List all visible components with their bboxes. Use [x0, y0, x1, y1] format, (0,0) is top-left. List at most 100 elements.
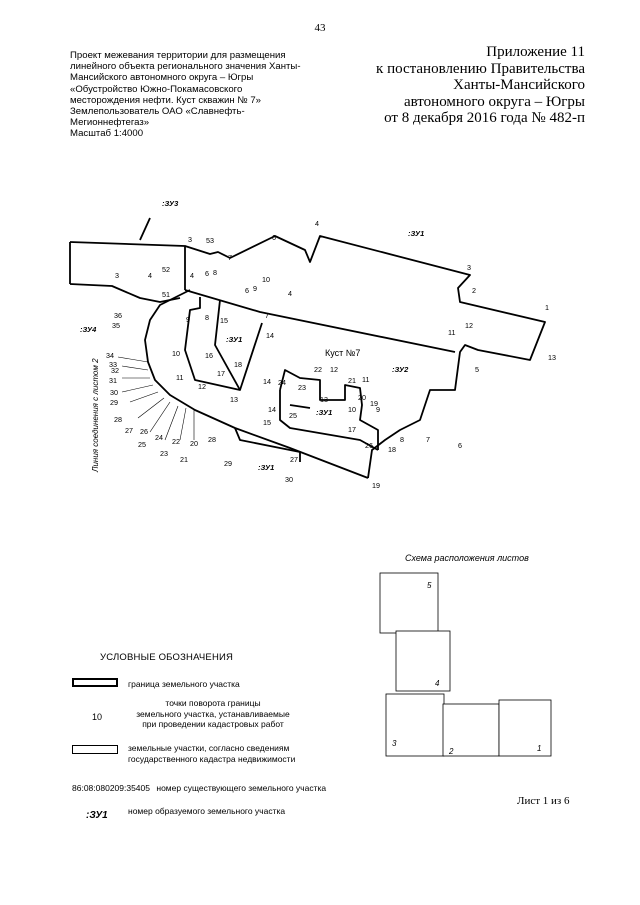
point-label: 8 — [213, 268, 217, 277]
legend-line: точки поворота границы — [165, 698, 261, 708]
sheet-number: 2 — [448, 747, 454, 756]
point-label: 11 — [362, 375, 369, 384]
point-label: 10 — [262, 275, 270, 284]
point-label: 11 — [176, 373, 183, 382]
point-label: 9 — [376, 405, 380, 414]
point-label: 53 — [206, 236, 214, 245]
point-label: 29 — [224, 459, 232, 468]
point-label: 13 — [548, 353, 556, 362]
sheet-counter: Лист 1 из 6 — [517, 795, 570, 807]
point-label: 25 — [289, 411, 297, 420]
boundary-line — [289, 404, 311, 409]
point-label: 52 — [162, 265, 170, 274]
point-label: 7 — [228, 253, 232, 262]
leader-line — [137, 397, 165, 419]
point-label: 4 — [315, 219, 319, 228]
boundary-line — [214, 299, 241, 391]
point-label: 22 — [314, 365, 322, 374]
leader-line — [121, 365, 149, 371]
page-number: 43 — [314, 22, 326, 34]
point-label: 13 — [230, 395, 238, 404]
point-label: 10 — [172, 349, 180, 358]
project-line: Проект межевания территории для размещен… — [70, 50, 286, 61]
point-label: 22 — [172, 437, 180, 446]
appendix-line: от 8 декабря 2016 года № 482-п — [384, 110, 585, 126]
project-line: месторождения нефти. Куст скважин № 7» — [70, 94, 262, 106]
sheet-4 — [395, 630, 451, 692]
boundary-line — [139, 217, 151, 241]
point-label: 5 — [475, 365, 479, 374]
point-label: 9 — [186, 315, 190, 324]
appendix-header: Приложение 11 к постановлению Правительс… — [376, 44, 585, 127]
boundary-line — [184, 235, 546, 479]
point-label: 6 — [272, 233, 276, 242]
point-label: 36 — [114, 311, 122, 320]
point-label: 18 — [388, 445, 396, 454]
leader-line — [179, 407, 187, 441]
boundary-line — [184, 289, 456, 353]
point-label: 3 — [115, 271, 119, 280]
point-label: 28 — [208, 435, 216, 444]
leader-line — [117, 356, 149, 363]
point-label: 14 — [263, 377, 271, 386]
boundary-line — [234, 427, 301, 462]
point-label: 24 — [278, 378, 286, 387]
point-label: 25 — [138, 440, 146, 449]
point-label: 12 — [330, 365, 338, 374]
boundary-line — [144, 289, 369, 479]
legend-line: государственного кадастра недвижимости — [128, 753, 296, 764]
point-label: 26 — [140, 427, 148, 436]
point-label: 27 — [290, 455, 298, 464]
leader-line — [149, 401, 171, 433]
parcel-label: :ЗУ4 — [80, 325, 97, 334]
project-line: Мансийского автономного округа – Югры — [70, 72, 254, 84]
appendix-line: Ханты-Мансийского — [453, 77, 585, 93]
legend-line: при проведении кадастровых работ — [142, 719, 284, 729]
point-label: 2 — [472, 286, 476, 295]
legend-text-cadastral: номер существующего земельного участка — [156, 783, 327, 793]
point-label: 12 — [465, 321, 473, 330]
point-label: 10 — [348, 405, 356, 414]
point-label: 11 — [448, 328, 455, 337]
project-line: «Обустройство Южно-Покамасовского — [70, 83, 243, 95]
scheme-title: Схема расположения листов — [405, 553, 529, 563]
point-label: 14 — [268, 405, 276, 414]
point-label: 3 — [467, 263, 471, 272]
sheet-2 — [442, 703, 500, 757]
parcel-label: :ЗУ1 — [226, 335, 242, 344]
appendix-line: к постановлению Правительства — [376, 60, 585, 77]
sheet-join-label: Линия соединения с листом 2 — [91, 358, 100, 473]
parcel-label: :ЗУ1 — [316, 408, 332, 417]
sheet-number: 1 — [537, 744, 541, 753]
point-label: 35 — [112, 321, 120, 330]
project-scale: Масштаб 1:4000 — [70, 128, 144, 140]
point-label: 17 — [348, 425, 356, 434]
appendix-line: автономного округа – Югры — [403, 93, 585, 110]
point-label: 12 — [198, 382, 206, 391]
sheet-1 — [498, 699, 552, 757]
boundary-line — [279, 390, 379, 451]
cadastral-number-sample: 86:08:080209:35405 — [72, 783, 150, 793]
point-label: 24 — [155, 433, 163, 442]
point-label: 8 — [205, 313, 209, 322]
leader-line — [129, 391, 159, 403]
sheet-number: 3 — [392, 739, 397, 748]
point-label: 17 — [217, 369, 225, 378]
project-description: Проект межевания территории для размещен… — [70, 50, 320, 140]
point-label: 51 — [162, 290, 170, 299]
point-label: 4 — [288, 289, 292, 298]
point-label: 15 — [263, 418, 271, 427]
legend-symbol-gkn — [72, 745, 118, 754]
legend-text-gkn: земельные участки, согласно сведениям го… — [128, 743, 295, 764]
point-label: 30 — [285, 475, 293, 484]
point-label: 15 — [220, 316, 228, 325]
legend-cadastral-number: 86:08:080209:35405 номер существующего з… — [72, 783, 326, 794]
boundary-line — [279, 369, 379, 450]
legend-text-points: точки поворота границы земельного участк… — [128, 698, 298, 730]
point-label: 21 — [348, 376, 356, 385]
point-label: 32 — [111, 366, 119, 375]
appendix-line: Приложение 11 — [486, 44, 585, 60]
point-label: 16 — [205, 351, 213, 360]
site-label: Куст №7 — [325, 348, 360, 358]
parcel-label: :ЗУ1 — [258, 463, 274, 472]
